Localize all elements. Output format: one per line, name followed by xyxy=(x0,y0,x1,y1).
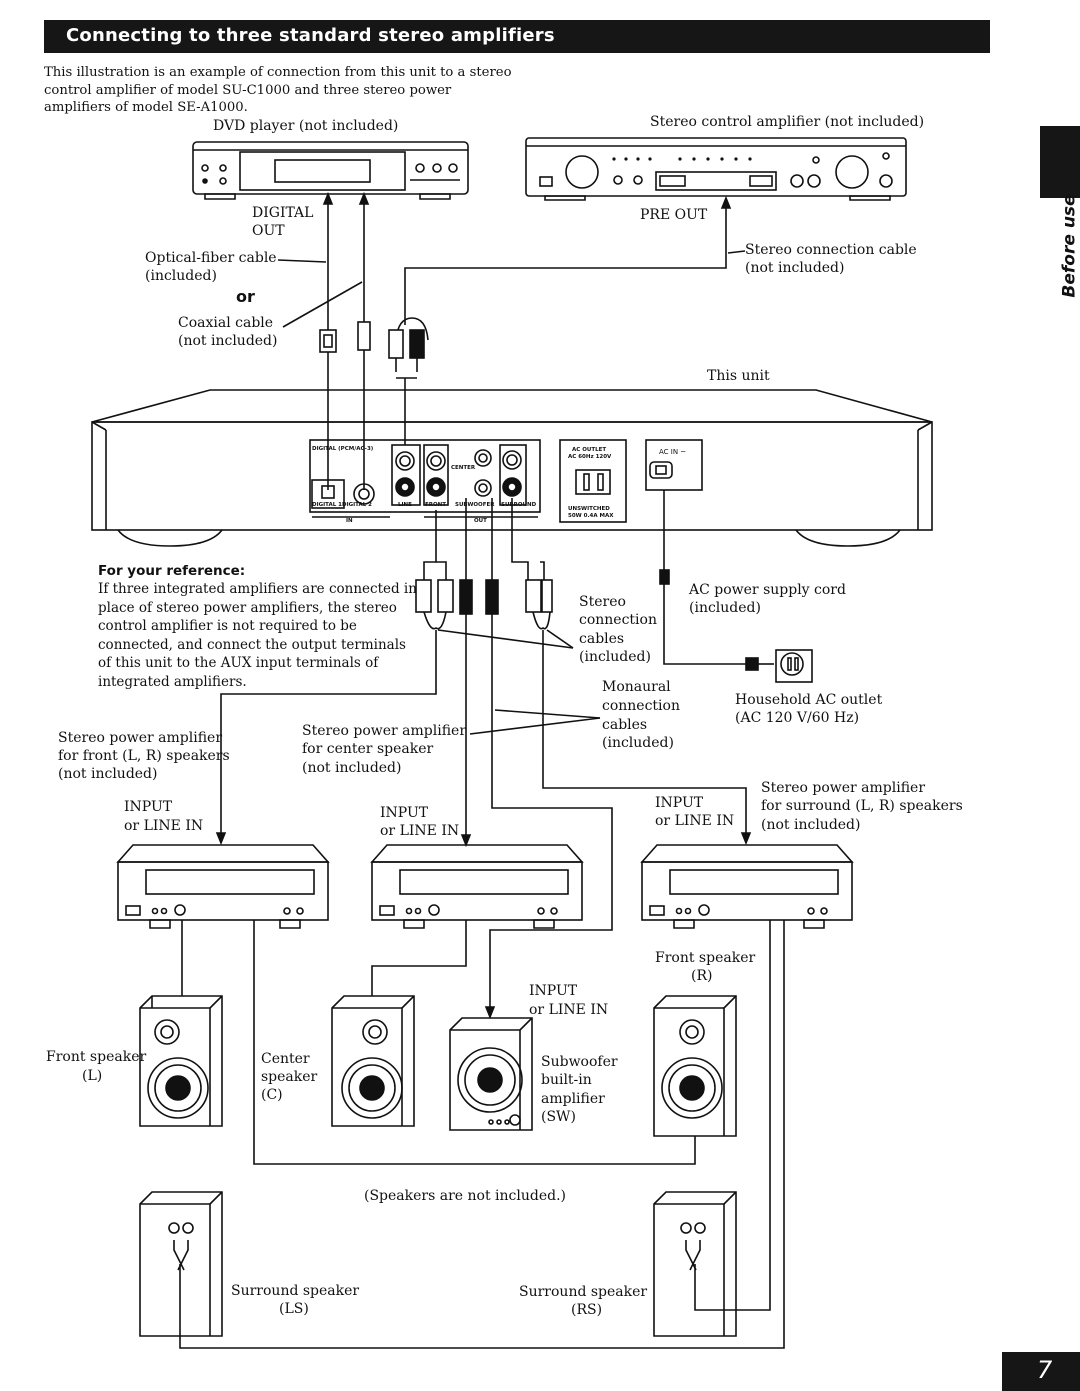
label-dvd-player: DVD player (not included) xyxy=(213,118,399,134)
label-stereo-connection-2: (not included) xyxy=(745,260,845,276)
label-input-center-1: INPUT xyxy=(380,805,429,821)
section-title: Connecting to three standard stereo ampl… xyxy=(66,25,555,46)
ac-cord xyxy=(659,490,813,683)
label-input-sub-2: or LINE IN xyxy=(529,1002,609,1018)
label-stereo-cables-3: cables xyxy=(579,631,625,647)
label-or: or xyxy=(236,287,255,306)
panel-digital-1: DIGITAL 1 xyxy=(312,502,342,508)
surround-speaker-left xyxy=(139,1191,223,1337)
power-amplifier-surround xyxy=(640,844,854,929)
label-amp-surround-1: Stereo power amplifier xyxy=(761,780,926,796)
subwoofer xyxy=(449,1017,533,1131)
label-control-amplifier: Stereo control amplifier (not included) xyxy=(650,114,925,130)
dvd-player xyxy=(192,141,469,200)
label-front-left-1: Front speaker xyxy=(46,1049,147,1065)
label-sub-3: amplifier xyxy=(541,1091,605,1107)
intro-paragraph: This illustration is an example of conne… xyxy=(44,65,512,115)
label-sub-1: Subwoofer xyxy=(541,1054,618,1070)
label-ac-cord-1: AC power supply cord xyxy=(689,582,846,598)
label-front-right-1: Front speaker xyxy=(655,950,756,966)
label-front-left-2: (L) xyxy=(82,1068,103,1084)
label-amp-surround-2: for surround (L, R) speakers xyxy=(761,798,963,814)
label-input-front-1: INPUT xyxy=(124,799,173,815)
page-number-box: 7 xyxy=(1002,1352,1080,1391)
label-amp-surround-3: (not included) xyxy=(761,817,861,833)
reference-heading: For your reference: xyxy=(98,563,246,579)
label-amp-front-3: (not included) xyxy=(58,766,158,782)
panel-surround: SURROUND xyxy=(501,502,537,508)
panel-center: CENTER xyxy=(451,465,476,471)
label-outlet-1: Household AC outlet xyxy=(735,692,883,708)
label-stereo-connection-1: Stereo connection cable xyxy=(745,242,917,258)
power-amplifier-center xyxy=(370,844,584,929)
front-speaker-left xyxy=(139,995,223,1127)
top-cables xyxy=(277,191,746,490)
section-title-bar: Connecting to three standard stereo ampl… xyxy=(44,20,990,53)
label-amp-center-2: for center speaker xyxy=(302,741,434,757)
label-input-sub-1: INPUT xyxy=(529,983,578,999)
panel-digital-2: DIGITAL 2 xyxy=(342,502,372,508)
label-outlet-2: (AC 120 V/60 Hz) xyxy=(735,710,860,726)
side-tab-block xyxy=(1040,126,1080,198)
panel-subwoofer: SUBWOOFER xyxy=(455,502,495,508)
label-optical-1: Optical-fiber cable xyxy=(145,250,277,266)
label-speakers-not-included: (Speakers are not included.) xyxy=(364,1188,566,1204)
panel-ac-outlet-2: AC 60Hz 120V xyxy=(568,454,612,460)
label-input-front-2: or LINE IN xyxy=(124,818,204,834)
surround-speaker-right xyxy=(653,1191,737,1337)
panel-in: IN xyxy=(346,518,353,524)
label-this-unit: This unit xyxy=(707,368,770,384)
label-input-surround-1: INPUT xyxy=(655,795,704,811)
label-pre-out: PRE OUT xyxy=(640,207,708,223)
label-optical-2: (included) xyxy=(145,268,217,284)
label-ac-cord-2: (included) xyxy=(689,600,761,616)
label-stereo-cables-4: (included) xyxy=(579,649,651,665)
panel-unswitched-1: UNSWITCHED xyxy=(568,506,610,512)
center-speaker xyxy=(331,995,415,1127)
label-amp-front-1: Stereo power amplifier xyxy=(58,730,223,746)
label-digital-out-2: OUT xyxy=(252,223,285,239)
label-center-1: Center xyxy=(261,1051,310,1067)
label-digital-out-1: DIGITAL xyxy=(252,205,314,221)
panel-unswitched-2: 50W 0.4A MAX xyxy=(568,513,614,519)
label-mono-4: (included) xyxy=(602,735,674,751)
label-center-3: (C) xyxy=(261,1087,283,1103)
label-stereo-cables-1: Stereo xyxy=(579,594,626,610)
output-cables xyxy=(215,498,752,1020)
panel-front: FRONT xyxy=(425,502,446,508)
front-speaker-right xyxy=(653,995,737,1137)
control-amplifier xyxy=(525,137,907,201)
label-sub-4: (SW) xyxy=(541,1109,576,1125)
label-front-right-2: (R) xyxy=(691,968,713,984)
label-input-surround-2: or LINE IN xyxy=(655,813,735,829)
speaker-wires xyxy=(179,920,785,1349)
label-input-center-2: or LINE IN xyxy=(380,823,460,839)
label-stereo-cables-2: connection xyxy=(579,612,657,628)
panel-ac-in: AC IN ~ xyxy=(659,448,686,456)
label-mono-2: connection xyxy=(602,698,680,714)
label-amp-center-3: (not included) xyxy=(302,760,402,776)
label-amp-front-2: for front (L, R) speakers xyxy=(58,748,230,764)
label-surround-right-1: Surround speaker xyxy=(519,1284,648,1300)
label-surround-left-1: Surround speaker xyxy=(231,1283,360,1299)
label-center-2: speaker xyxy=(261,1069,318,1085)
panel-line: LINE xyxy=(398,502,412,508)
power-amplifier-front xyxy=(116,844,330,929)
label-amp-center-1: Stereo power amplifier xyxy=(302,723,467,739)
panel-out: OUT xyxy=(474,518,487,524)
label-surround-left-2: (LS) xyxy=(279,1301,309,1317)
label-mono-3: cables xyxy=(602,717,648,733)
panel-digital-header: DIGITAL (PCM/AC-3) xyxy=(312,446,374,452)
label-surround-right-2: (RS) xyxy=(571,1302,603,1318)
label-sub-2: built-in xyxy=(541,1072,592,1088)
label-coaxial-2: (not included) xyxy=(178,333,278,349)
label-coaxial-1: Coaxial cable xyxy=(178,315,274,331)
page-number: 7 xyxy=(1037,1356,1053,1384)
panel-ac-outlet-1: AC OUTLET xyxy=(572,447,606,453)
label-mono-1: Monaural xyxy=(602,679,671,695)
reference-body: If three integrated amplifiers are conne… xyxy=(98,581,417,690)
